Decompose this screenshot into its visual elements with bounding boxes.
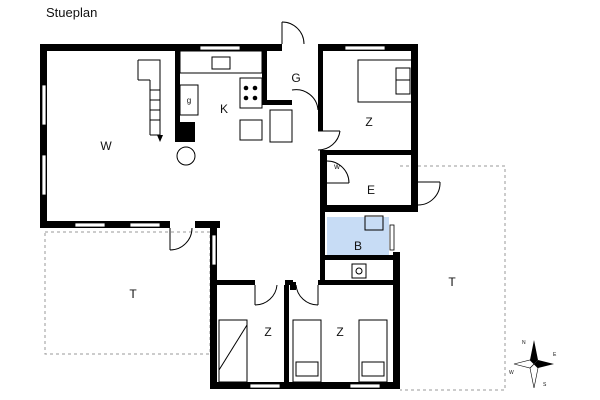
terrace-right bbox=[400, 165, 506, 391]
room-label-b: B bbox=[354, 239, 362, 253]
room-label-t-left: T bbox=[129, 287, 137, 301]
kitchen-fixtures bbox=[176, 50, 293, 166]
room-label-g: G bbox=[291, 71, 300, 85]
room-label-w: W bbox=[100, 139, 112, 153]
compass-e: E bbox=[553, 352, 557, 358]
plan-title: Stueplan bbox=[46, 5, 98, 20]
room-label-g-small: g bbox=[187, 96, 191, 105]
room-label-t-right: T bbox=[448, 275, 456, 289]
room-label-e: E bbox=[367, 183, 375, 197]
room-label-z1: Z bbox=[365, 115, 372, 129]
terrace-left bbox=[44, 231, 211, 355]
furniture bbox=[218, 59, 414, 383]
compass-s: S bbox=[543, 382, 547, 388]
compass-rose: N E S W bbox=[509, 340, 557, 389]
interior-walls bbox=[175, 51, 418, 385]
windows bbox=[41, 45, 395, 389]
bathroom-floor bbox=[327, 217, 389, 257]
room-label-z2: Z bbox=[264, 325, 271, 339]
room-label-w-small: w bbox=[333, 162, 340, 171]
compass-n: N bbox=[522, 340, 526, 346]
staircase bbox=[137, 59, 163, 142]
doors bbox=[169, 21, 441, 306]
room-label-k: K bbox=[220, 102, 228, 116]
compass-w: W bbox=[509, 370, 514, 376]
room-label-z3: Z bbox=[336, 325, 343, 339]
outer-walls bbox=[40, 44, 418, 389]
